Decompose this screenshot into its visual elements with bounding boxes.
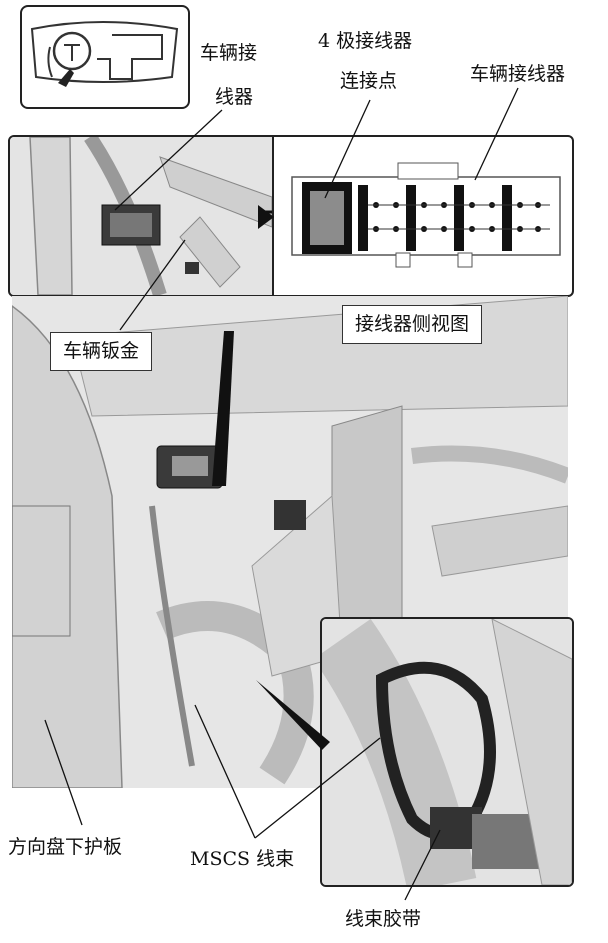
top-detail-panel	[8, 135, 574, 297]
label-sheet-metal: 车辆钣金	[50, 332, 153, 371]
harness-tape-illustration	[322, 619, 572, 885]
connector-photo	[10, 137, 272, 295]
connector-pin-diagram	[258, 162, 561, 268]
label-steering-cover: 方向盘下护板	[8, 836, 123, 858]
label-harness-tape: 线束胶带	[345, 908, 422, 930]
label-four-pole-connector: 4 极接线器	[318, 30, 413, 52]
label-side-view: 接线器侧视图	[342, 305, 483, 344]
label-vehicle-connector-left-2: 线器	[215, 86, 254, 108]
label-vehicle-connector-left-1: 车辆接	[200, 42, 258, 64]
locator-inset	[20, 5, 190, 109]
label-mscs-harness: MSCS 线束	[190, 848, 295, 870]
right-arrow-icon	[258, 205, 274, 229]
dashboard-steering-wheel-icon	[30, 21, 179, 87]
label-vehicle-connector-right: 车辆接线器	[470, 63, 566, 85]
label-connection-point: 连接点	[340, 70, 398, 92]
